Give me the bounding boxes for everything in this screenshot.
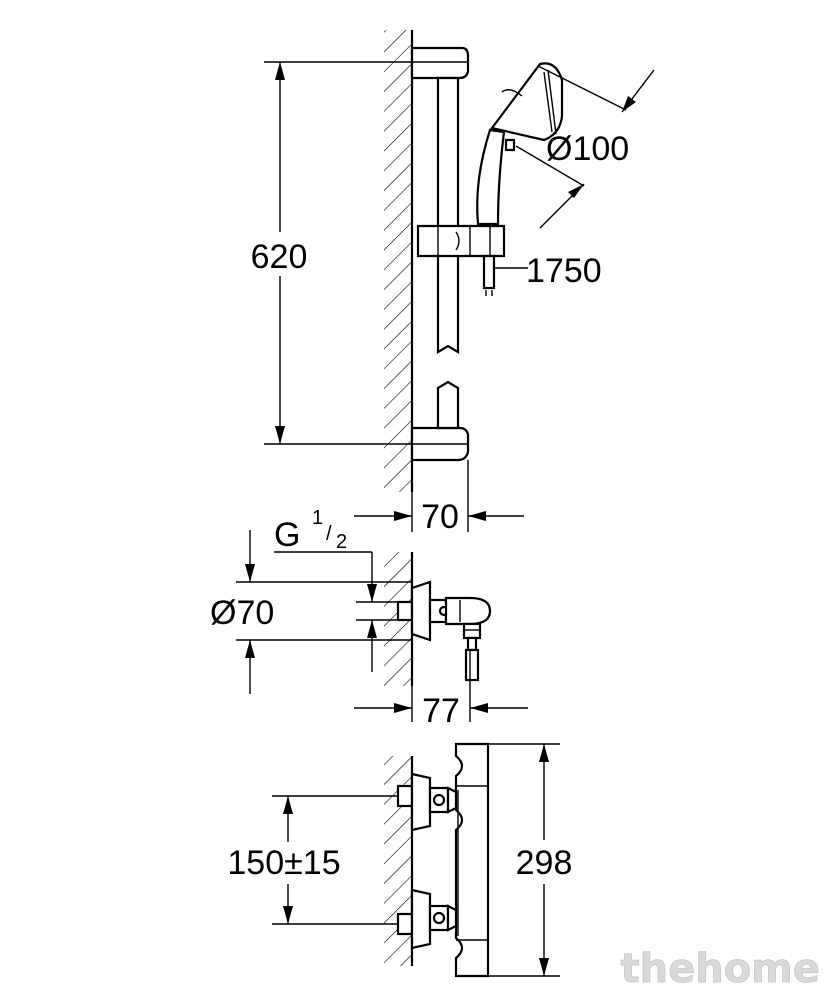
outlet-hose-stub: [464, 648, 480, 682]
side-rosette: [410, 580, 432, 642]
label-rosette-diameter: Ø70: [210, 594, 274, 632]
mixer-side-view: G 1 / 2 Ø70: [210, 507, 528, 730]
dimension-mixer-wall-offset: 77: [354, 650, 528, 730]
label-thread-denominator: 2: [336, 531, 347, 553]
rail-slider: [416, 224, 506, 258]
dimension-thread-size: G 1 / 2: [274, 507, 398, 672]
dimension-inlet-centers: 150±15: [220, 795, 398, 925]
dimension-rosette-diameter: Ø70: [210, 530, 412, 694]
lower-inlet-connector: [396, 888, 458, 950]
label-hand-shower-diameter: Ø100: [546, 130, 629, 168]
label-inlet-centers: 150±15: [227, 844, 340, 882]
shower-hose: [482, 254, 496, 290]
dimension-hand-shower-diameter: Ø100: [515, 65, 655, 229]
mixer-body-side: [444, 596, 492, 626]
watermark-text: thehome: [621, 946, 821, 992]
dimension-rail-length: 620: [246, 61, 412, 445]
label-thread-numerator: 1: [312, 507, 323, 529]
mixer-front-view: 150±15 298: [220, 742, 580, 978]
hand-shower: [476, 62, 564, 296]
shower-rail-view: 620 Ø100 1750 70: [246, 30, 655, 536]
label-mixer-wall-offset: 77: [422, 692, 460, 730]
rail-top-bracket: [410, 46, 470, 80]
label-rail-wall-offset: 70: [421, 498, 459, 536]
rail-tube-lower: [436, 380, 460, 430]
label-mixer-height: 298: [516, 844, 573, 882]
upper-inlet-connector: [396, 772, 458, 832]
label-hose-length: 1750: [526, 252, 602, 290]
dimension-hose-length: 1750: [494, 252, 602, 290]
dimension-rail-wall-offset: 70: [354, 460, 524, 536]
dimension-mixer-height: 298: [488, 743, 580, 977]
label-thread-g: G: [274, 516, 300, 554]
thermostat-body: [454, 742, 490, 978]
label-thread-slash: /: [326, 523, 332, 545]
label-rail-length: 620: [251, 238, 308, 276]
wall-hatch-top: [384, 30, 412, 492]
rail-tube-upper: [436, 76, 460, 354]
